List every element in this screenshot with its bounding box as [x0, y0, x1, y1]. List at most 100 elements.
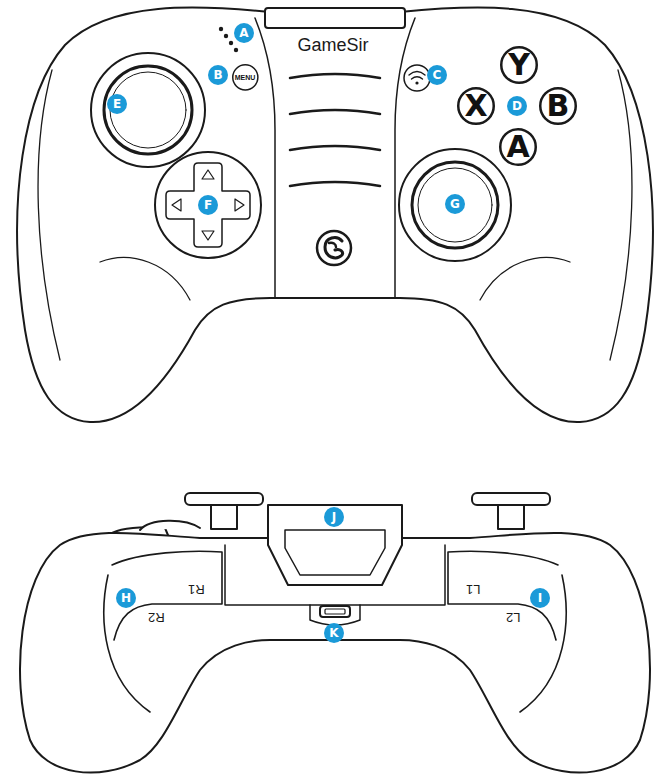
right-stick-base	[399, 149, 511, 261]
callout-circle: F	[198, 195, 218, 215]
stick-stem	[498, 505, 524, 529]
face-button: X	[457, 87, 495, 125]
callout-letter: G	[450, 198, 460, 210]
node-circle	[234, 23, 254, 43]
button-label: MENU	[235, 74, 256, 81]
trigger-r1	[112, 551, 222, 640]
callout-circle: I	[530, 588, 550, 608]
wireless-icon	[412, 77, 423, 79]
callout-circle: J	[324, 507, 344, 527]
center-panel-edge	[255, 18, 275, 298]
callout-letter: A	[239, 27, 248, 39]
callout-letter: H	[121, 592, 131, 604]
controller-body	[17, 7, 653, 422]
button-letter: X	[464, 91, 487, 121]
node-circle	[116, 588, 136, 608]
phone-clip-back	[268, 505, 402, 585]
node-circle	[530, 588, 550, 608]
trigger-label: R1	[188, 583, 205, 596]
usb-port	[320, 606, 350, 617]
dpad-arrow	[172, 199, 181, 211]
node-circle	[540, 88, 576, 124]
node-circle	[445, 194, 465, 214]
callout-circle: E	[107, 94, 127, 114]
panel-ridge	[290, 146, 380, 150]
trigger-label: L2	[506, 611, 520, 624]
callout-letter: J	[332, 511, 336, 523]
node-circle	[458, 88, 494, 124]
face-button: Y	[500, 46, 538, 84]
button-letter: Y	[508, 50, 530, 80]
home-logo	[329, 243, 336, 247]
phone-clip-back	[285, 530, 385, 575]
right-stick-cap	[418, 168, 492, 242]
wireless-icon	[409, 72, 425, 76]
face-button: A	[499, 128, 537, 166]
wireless-icon	[415, 81, 418, 84]
trigger-l1	[448, 551, 558, 640]
trigger-r2	[104, 575, 150, 712]
panel-ridge	[290, 110, 380, 114]
callout-letter: I	[538, 592, 542, 604]
face-button: B	[539, 87, 577, 125]
callout-letter: K	[329, 627, 338, 639]
dpad-cross	[166, 163, 250, 247]
phone-clip	[265, 8, 405, 28]
panel-ridge	[290, 74, 380, 78]
dpad-arrow	[202, 231, 214, 240]
trigger-label: R2	[148, 611, 165, 624]
led-dot	[224, 34, 228, 38]
port-housing	[310, 605, 360, 625]
node-circle	[198, 195, 218, 215]
button-letter: B	[547, 91, 570, 121]
panel-ridge	[290, 182, 380, 186]
trigger-l2	[520, 575, 566, 712]
callout-letter: C	[433, 69, 442, 81]
left-stick-base	[91, 53, 205, 167]
stick-cap-top	[472, 493, 550, 505]
grip-contour	[38, 70, 60, 360]
callout-circle: D	[507, 96, 527, 116]
node-circle	[324, 623, 344, 643]
node-circle	[500, 129, 536, 165]
callout-circle: K	[324, 623, 344, 643]
node-circle	[427, 65, 447, 85]
callout-circle: G	[445, 194, 465, 214]
right-stick-cap	[412, 162, 498, 248]
node-circle	[501, 47, 537, 83]
dpad-arrow	[235, 199, 244, 211]
callout-letter: D	[512, 100, 522, 112]
callout-letter: E	[113, 98, 121, 110]
callout-letter: B	[213, 69, 222, 81]
callout-circle: B	[208, 65, 228, 85]
node-circle	[324, 507, 344, 527]
callout-circle: A	[234, 23, 254, 43]
stick-stem	[211, 505, 237, 529]
grip-contour	[610, 70, 632, 360]
node-circle	[232, 64, 257, 89]
dpad-well	[155, 152, 261, 258]
home-button	[317, 231, 351, 265]
button-letter: A	[506, 132, 529, 162]
led-dot	[219, 27, 223, 31]
trigger-label: L1	[466, 583, 480, 596]
brand-text: GameSir	[297, 36, 368, 54]
node-circle	[107, 94, 127, 114]
led-dot	[234, 48, 238, 52]
callout-circle: H	[116, 588, 136, 608]
callout-circle: C	[427, 65, 447, 85]
wireless-button	[404, 65, 430, 91]
home-logo	[325, 238, 343, 258]
left-stick-cap	[104, 66, 192, 154]
dpad-arrow	[202, 170, 214, 179]
grip-contour	[100, 258, 190, 300]
grip-contour	[480, 258, 570, 300]
led-dot	[229, 41, 233, 45]
node-circle	[507, 96, 527, 116]
menu-button: MENU	[232, 64, 259, 91]
node-circle	[208, 65, 228, 85]
stick-cap-top	[185, 493, 263, 505]
face-button-edge	[140, 521, 200, 530]
center-panel-edge	[395, 18, 415, 298]
